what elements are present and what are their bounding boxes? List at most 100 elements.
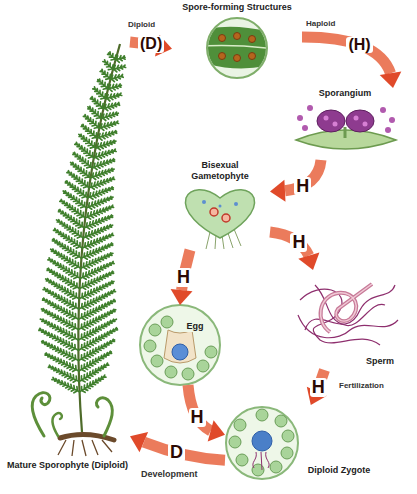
illustration-part — [149, 324, 161, 336]
fern-pinna — [104, 103, 120, 111]
arrow-label-holder: (H) — [346, 37, 372, 54]
egg-circle-node: Egg — [140, 305, 220, 385]
illustration-part — [144, 340, 156, 352]
cycle-arrow — [302, 37, 401, 88]
arrow-body — [302, 37, 393, 88]
cycle-arrow — [171, 250, 193, 305]
fern-pinna — [80, 261, 114, 279]
arrow-label-holder: H — [294, 177, 311, 196]
fern-pinna — [100, 69, 110, 79]
fern-pinna — [81, 253, 113, 269]
phase-letter: H — [189, 408, 206, 427]
egg-cell — [172, 344, 188, 360]
free-label-holder: Development — [140, 470, 199, 480]
zygote-circle-node: Diploid Zygote — [225, 405, 381, 490]
sporangium-figure: Sporangium — [285, 88, 405, 160]
fern-pinna — [83, 115, 99, 129]
free-label-holder: Haploid — [305, 20, 336, 29]
fiddlehead — [32, 393, 50, 436]
fern-pinna — [103, 60, 113, 70]
node-label: Egg — [182, 321, 208, 332]
zygote-circle — [226, 407, 298, 479]
illustration-part — [282, 430, 294, 442]
fern-pinna — [94, 149, 116, 160]
node-label: Diploid Zygote — [299, 465, 379, 476]
arrow-head — [130, 432, 148, 452]
sorus-dot — [234, 33, 241, 40]
sperm-trace — [253, 452, 269, 470]
cycle-arrow — [307, 370, 327, 405]
fiddlehead — [96, 398, 112, 436]
fern-pinna — [101, 112, 118, 120]
node-label: Bisexual Gametophyte — [180, 160, 260, 182]
phase-letter: D — [168, 443, 185, 462]
fern-pinna — [108, 84, 121, 91]
arrow-head — [380, 71, 402, 88]
leaf-section — [200, 27, 275, 69]
arrow-body — [188, 385, 225, 435]
illustration-part — [161, 316, 173, 328]
fern-pinna — [79, 134, 96, 148]
illustration-part — [182, 368, 194, 380]
fern-pinna — [108, 52, 116, 60]
illustration-part — [165, 366, 177, 378]
fern-pinna — [80, 271, 114, 289]
gametophyte-body — [185, 190, 254, 238]
egg-circle — [140, 305, 220, 385]
sperm-cell-highlight — [321, 284, 372, 332]
fern-pinna — [48, 365, 79, 382]
phase-letter: H — [175, 268, 192, 287]
sorus-dot — [249, 53, 256, 60]
roots — [58, 440, 112, 456]
illustration-part — [236, 454, 248, 466]
arrow-label-holder: (D) — [138, 36, 164, 53]
archegonium — [222, 214, 230, 222]
illustration-part — [151, 355, 163, 367]
illustration-part — [281, 447, 293, 459]
sporophyte-plant: Mature Sporophyte (Diploid) — [5, 28, 130, 492]
free-label-holder: Fertilization — [338, 382, 385, 391]
cycle-arrow — [188, 385, 225, 441]
illustration-part — [256, 409, 268, 421]
cells — [229, 409, 294, 476]
archegonium-flask — [164, 330, 196, 363]
cycle-arrow — [130, 35, 172, 57]
arrow-label-holder: H — [310, 378, 327, 397]
fern-pinna — [45, 353, 79, 372]
antheridium — [219, 205, 222, 208]
spore — [389, 117, 395, 123]
illustration-part — [234, 419, 246, 431]
phase-letter: H — [294, 177, 311, 196]
illustration-part — [197, 360, 209, 372]
spore — [302, 125, 308, 131]
fern-pinna — [89, 177, 114, 189]
spore — [380, 107, 386, 113]
fern-pinna — [92, 159, 115, 170]
sporangium-stalk — [344, 127, 347, 138]
frond-segment — [200, 27, 275, 69]
spore — [324, 116, 329, 121]
sorus-dot — [249, 36, 256, 43]
sorus-dot — [219, 35, 226, 42]
sorus-dot — [219, 53, 226, 60]
stage-label: Development — [140, 470, 199, 480]
fern-pinna — [91, 168, 115, 179]
arrow-label-holder: H — [290, 233, 307, 252]
phase-letter: H — [310, 378, 327, 397]
cycle-arrow — [270, 232, 319, 270]
node-label: Sporangium — [285, 88, 405, 99]
sperm-figure: Sperm — [290, 270, 405, 370]
fern-pinna — [111, 75, 124, 82]
phase-letter: H — [290, 233, 307, 252]
arrow-head — [171, 289, 193, 305]
fern-pinna — [106, 93, 122, 101]
spore — [354, 116, 359, 121]
sperm-tangle — [298, 285, 398, 345]
fiddlehead — [52, 413, 61, 436]
antheridium — [202, 200, 206, 204]
arrow-label-holder: D — [168, 443, 185, 462]
phase-letter: (D) — [138, 36, 164, 53]
